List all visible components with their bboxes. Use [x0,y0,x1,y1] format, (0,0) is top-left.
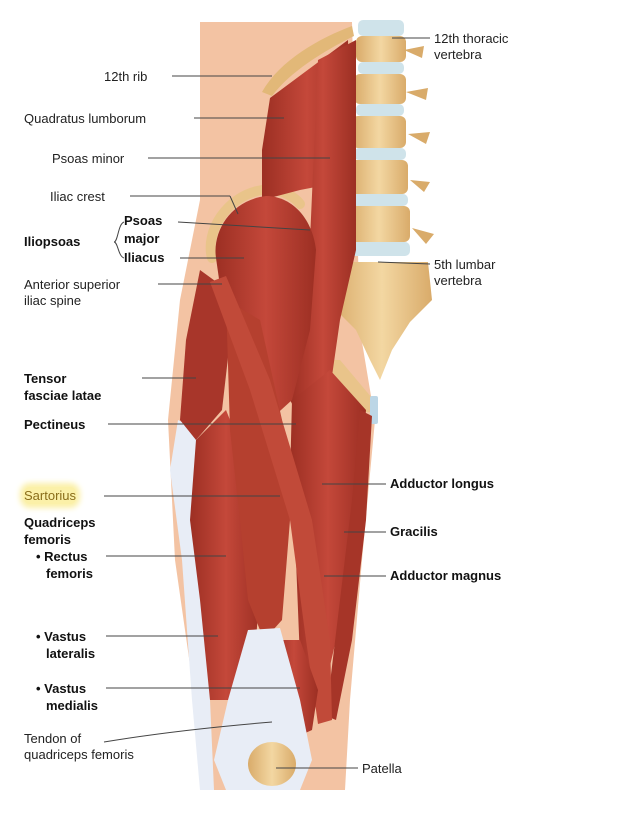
label-vastus-medialis-line1: • Vastus [36,681,87,696]
label-psoas-major-line1: Psoas [124,213,163,228]
sacrum [332,262,432,380]
label-vastus-lateralis-line2: lateralis [46,646,96,661]
gracilis-muscle [326,410,372,720]
label-thoracic-line2: vertebra [434,47,482,62]
label-adductor-longus: Adductor longus [390,476,494,491]
tensor-fasciae-latae-muscle [180,270,230,440]
label-adductor-magnus: Adductor magnus [390,568,502,583]
iliac-crest-bone [205,184,305,263]
label-gracilis: Gracilis [390,524,438,539]
label-psoas-major-line2: major [124,231,160,246]
label-tfl-line2: fasciae latae [24,388,102,403]
label-iliac-crest: Iliac crest [50,189,105,204]
label-patella: Patella [362,761,402,776]
label-thoracic-line1: 12th thoracic [434,31,509,46]
sartorius-muscle [210,276,332,724]
label-rectus-line2: femoris [46,566,93,581]
leader-lines [103,37,431,769]
iliacus-muscle [215,196,316,420]
label-12th-rib: 12th rib [104,69,148,84]
label-lumbar-line1: 5th lumbar [434,257,496,272]
label-lumbar-line2: vertebra [434,273,482,288]
label-quadratus-lumborum: Quadratus lumborum [24,111,147,126]
label-iliacus: Iliacus [124,250,165,265]
label-quadriceps-line1: Quadriceps [24,515,96,530]
patella-bone [248,742,296,786]
twelfth-rib [262,26,354,96]
pubic-symphysis [370,396,378,424]
lateral-fascia [170,420,214,790]
label-tfl-line1: Tensor [24,371,67,386]
vertebral-column [348,20,434,256]
label-rectus-line1: • Rectus [36,549,88,564]
label-vastus-lateralis-line1: • Vastus [36,629,87,644]
label-psoas-minor: Psoas minor [52,151,125,166]
label-sartorius-highlighted: Sartorius [24,487,77,504]
label-vastus-medialis-line2: medialis [46,698,99,713]
label-tendon-line1: Tendon of [24,731,82,746]
label-asis-line1: Anterior superior [24,277,121,292]
label-quadriceps-line2: femoris [24,532,71,547]
label-asis-line2: iliac spine [24,293,82,308]
label-tendon-line2: quadriceps femoris [24,747,134,762]
label-pectineus: Pectineus [24,417,86,432]
rectus-femoris-muscle [226,300,290,640]
label-iliopsoas: Iliopsoas [24,234,81,249]
